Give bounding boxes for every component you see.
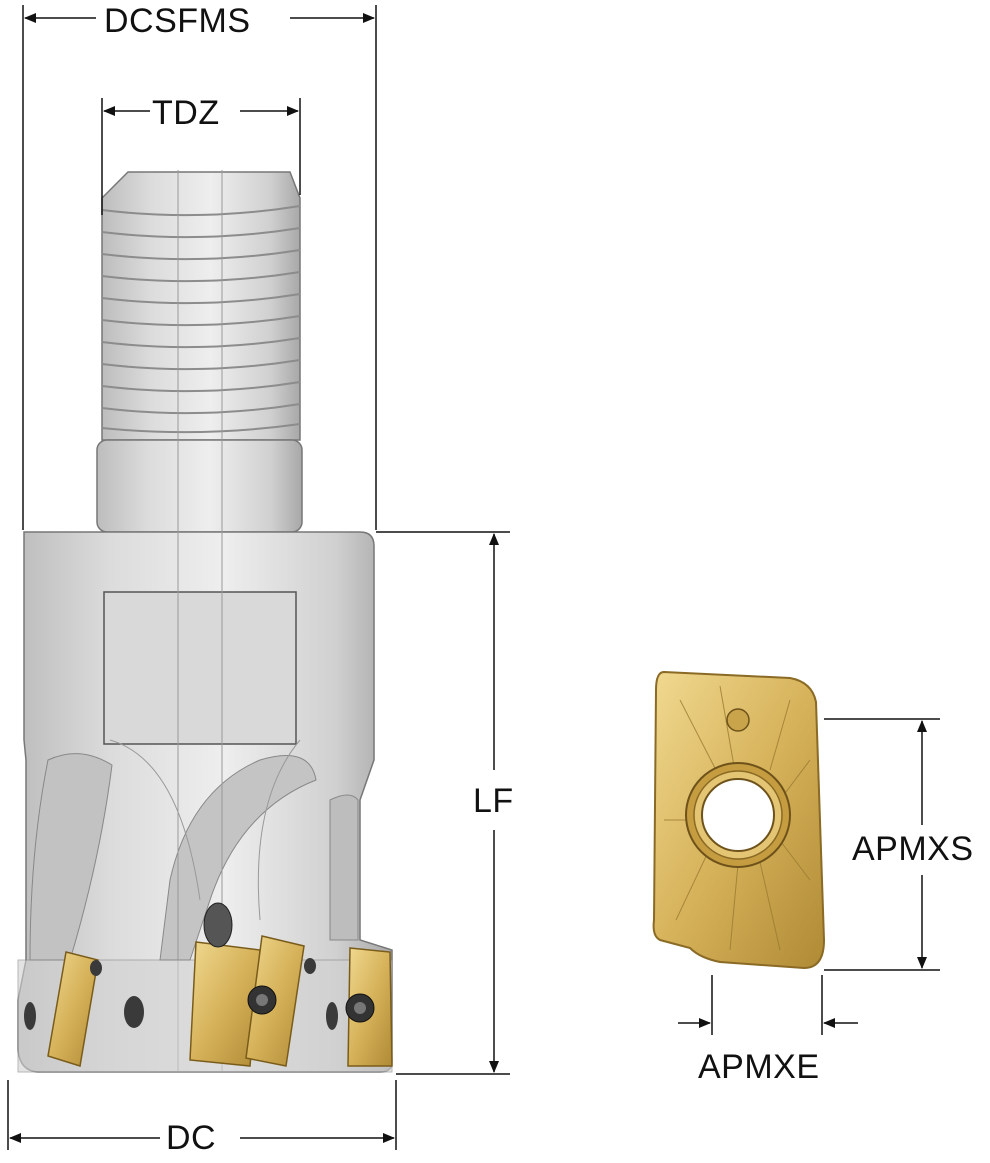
chip-flute-right [329,794,359,941]
label-apmxe: APMXE [698,1048,820,1086]
coolant-hole-1 [124,996,144,1028]
coolant-hole-4 [90,960,102,976]
insert-1 [47,951,99,1067]
label-lf: LF [473,782,514,820]
cutter-body [17,170,393,1073]
label-tdz: TDZ [152,94,220,132]
thread-ridges [101,205,301,434]
label-apmxs: APMXS [852,830,974,868]
cutter-inserts [24,902,393,1067]
coolant-hole-2 [24,1002,36,1030]
label-dc: DC [166,1119,217,1157]
chip-flute-center [159,755,317,961]
threaded-shank [101,171,301,441]
clamp-wedge [203,902,233,948]
standalone-insert [652,670,826,970]
chip-flute-left [29,753,113,961]
coolant-hole-3 [326,1002,338,1030]
dimension-lines [7,5,940,1150]
insert-pin-hole [726,708,750,732]
shank-neck [96,439,303,533]
coolant-hole-5 [304,958,316,974]
label-dcsfms: DCSFMS [104,2,251,40]
insert-screw-hole [701,778,775,852]
body-flat [103,591,297,745]
insert-2 [189,941,261,1067]
